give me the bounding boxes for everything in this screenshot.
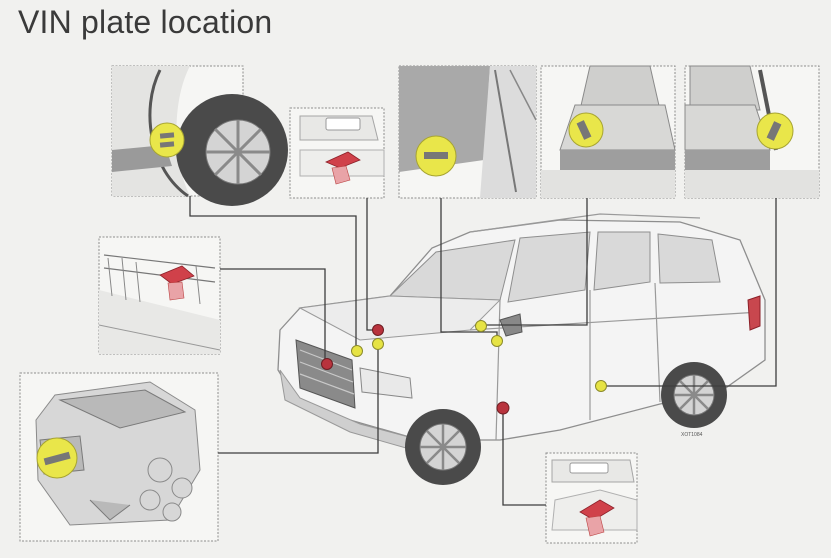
inset-front-seat-right <box>684 65 820 199</box>
inset-lower-door-label <box>545 452 638 544</box>
page-title: VIN plate location <box>18 4 273 40</box>
dot-door-pillar <box>491 335 503 347</box>
car-illustration: XOT1084 <box>277 213 766 485</box>
image-code: XOT1084 <box>681 432 703 438</box>
dot-engine <box>372 338 384 350</box>
dot-seat-left <box>475 320 487 332</box>
location-dots <box>321 320 607 415</box>
leader-lines <box>189 196 777 506</box>
dot-lower-door-label <box>496 401 510 415</box>
dot-hood-label <box>372 324 384 336</box>
dot-seat-right <box>595 380 607 392</box>
vin-marker-wheel-arch <box>149 122 185 158</box>
inset-engine-block <box>19 372 219 542</box>
inset-front-wheel-arch <box>111 65 288 206</box>
inset-radiator-support <box>98 236 221 355</box>
inset-door-pillar <box>398 65 537 199</box>
dot-radiator <box>321 358 333 370</box>
inset-front-seat-left <box>540 65 676 199</box>
inset-hood-label <box>289 107 385 199</box>
dot-wheel-arch <box>351 345 363 357</box>
